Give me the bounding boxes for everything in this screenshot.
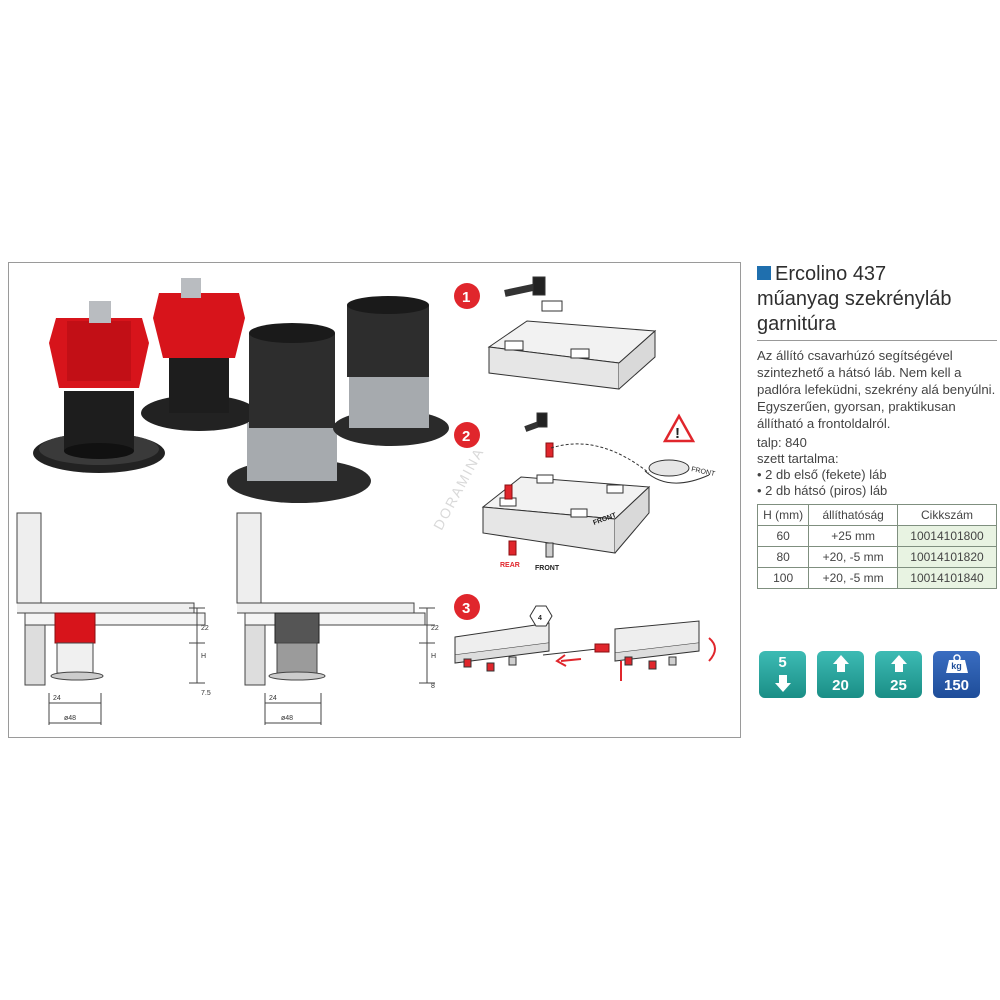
warning-icon: ! xyxy=(675,425,680,442)
product-description: Az állító csavarhúzó segítségével szinte… xyxy=(757,348,996,431)
illustration-svg: 22 H 7.5 24 ø48 22 H 8 24 ø48 xyxy=(16,276,717,725)
dim-48-b: ø48 xyxy=(281,715,293,722)
front-leg-label: FRONT xyxy=(535,565,560,572)
dim-48-a: ø48 xyxy=(64,715,76,722)
set-label: szett tartalma: xyxy=(757,451,839,466)
illustration-panel: 22 H 7.5 24 ø48 22 H 8 24 ø48 xyxy=(8,262,741,738)
dim-7-5: 7.5 xyxy=(201,690,211,697)
cell-adjust: +25 mm xyxy=(808,525,898,547)
cell-h: 80 xyxy=(756,546,810,568)
cell-h: 100 xyxy=(756,567,810,589)
dim-22-b: 22 xyxy=(431,625,439,632)
table-row: 80 +20, -5 mm 10014101820 xyxy=(756,546,997,568)
set-list: • 2 db első (fekete) láb • 2 db hátsó (p… xyxy=(757,467,997,499)
title-square-icon xyxy=(757,266,771,280)
cell-code: 10014101820 xyxy=(897,546,997,568)
cell-h: 60 xyxy=(756,525,810,547)
arrow-down-icon xyxy=(775,675,791,692)
product-title-2: műanyag szekrényláb xyxy=(757,288,952,310)
front-label-small: FRONT xyxy=(691,466,717,478)
arrow-up-icon xyxy=(891,655,907,672)
badge-lower-5: 5 xyxy=(759,651,806,698)
arrow-up-icon xyxy=(833,655,849,672)
spec-table: H (mm) állíthatóság Cikkszám 60 +25 mm 1… xyxy=(756,504,997,589)
set-item: • 2 db első (fekete) láb xyxy=(757,467,887,482)
dim-h-b: H xyxy=(431,653,436,660)
badge-value: 5 xyxy=(778,654,787,671)
step-3-circle xyxy=(454,594,480,620)
set-item: • 2 db hátsó (piros) láb xyxy=(757,483,888,498)
cell-code: 10014101800 xyxy=(897,525,997,547)
hex-key-size: 4 xyxy=(538,615,542,622)
step-3-number: 3 xyxy=(462,600,470,617)
cell-adjust: +20, -5 mm xyxy=(808,546,898,568)
col-h: H (mm) xyxy=(756,504,810,526)
weight-icon xyxy=(946,654,968,673)
step-3-illustration xyxy=(454,605,716,681)
dim-24-b: 24 xyxy=(269,695,277,702)
badge-raise-25: 25 xyxy=(875,651,922,698)
talp-line: talp: 840 xyxy=(757,435,807,450)
rear-label: REAR xyxy=(500,562,520,569)
step-2-number: 2 xyxy=(462,428,470,445)
dim-22-a: 22 xyxy=(201,625,209,632)
divider xyxy=(757,340,997,341)
product-title-1: Ercolino 437 xyxy=(775,263,887,285)
product-info: Ercolino 437 műanyag szekrényláb garnitú… xyxy=(756,262,997,702)
badge-load-150: kg 150 xyxy=(933,651,980,698)
badge-value: 150 xyxy=(943,677,970,694)
product-photo xyxy=(33,278,449,503)
step-1-circle xyxy=(454,283,480,309)
table-row: 60 +25 mm 10014101800 xyxy=(756,525,997,547)
col-adjust: állíthatóság xyxy=(808,504,898,526)
step-2-illustration xyxy=(481,412,710,558)
step-1-number: 1 xyxy=(462,289,470,306)
badge-value: 20 xyxy=(832,677,849,694)
table-row: 100 +20, -5 mm 10014101840 xyxy=(756,567,997,589)
title-row: Ercolino 437 xyxy=(757,262,997,287)
table-header-row: H (mm) állíthatóság Cikkszám xyxy=(756,504,997,526)
dim-h-a: H xyxy=(201,653,206,660)
product-title-3: garnitúra xyxy=(757,313,836,335)
badge-value: 25 xyxy=(890,677,907,694)
cell-code: 10014101840 xyxy=(897,567,997,589)
badge-kg-label: kg xyxy=(951,661,962,671)
technical-drawing-black xyxy=(236,512,435,725)
step-1-illustration xyxy=(487,276,657,390)
dim-24-a: 24 xyxy=(53,695,61,702)
step-2-circle xyxy=(454,422,480,448)
feature-badges: 5 20 25 kg 150 xyxy=(757,651,997,699)
col-code: Cikkszám xyxy=(897,504,997,526)
technical-drawing-red xyxy=(16,512,206,725)
cell-adjust: +20, -5 mm xyxy=(808,567,898,589)
badge-raise-20: 20 xyxy=(817,651,864,698)
dim-8: 8 xyxy=(431,683,435,690)
